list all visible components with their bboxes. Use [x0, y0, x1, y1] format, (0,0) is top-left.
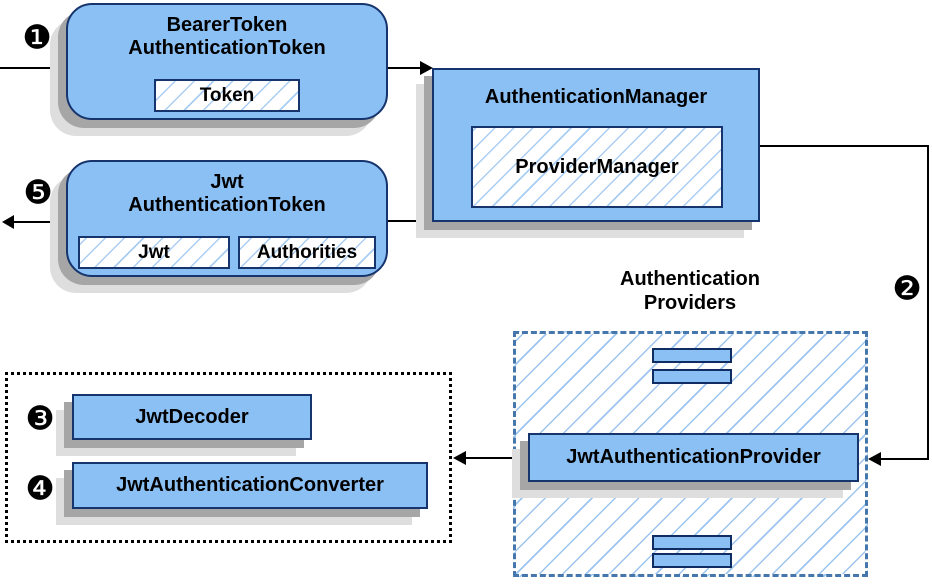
- bearer-token-box-title: BearerToken AuthenticationToken: [68, 5, 386, 60]
- flow-out-arrow: [2, 215, 66, 229]
- bearer-token-authentication-token-box: BearerToken AuthenticationToken Token: [66, 3, 388, 120]
- jwt-decoder-box: JwtDecoder: [72, 394, 312, 440]
- step-4-badge: ❹: [25, 469, 55, 507]
- jwt-token-box-title: Jwt AuthenticationToken: [68, 162, 386, 217]
- step-5-badge: ❺: [23, 173, 53, 211]
- provider-manager-chip: ProviderManager: [471, 126, 723, 208]
- providers-title-line1: Authentication: [620, 268, 760, 290]
- provider-stub-bar-bottom-2: [652, 553, 732, 568]
- step-3-badge: ❸: [25, 399, 55, 437]
- jwt-token-title-line1: Jwt: [210, 171, 244, 193]
- authorities-chip: Authorities: [238, 236, 376, 269]
- authentication-manager-title: AuthenticationManager: [484, 86, 708, 108]
- step-1-badge: ❶: [22, 18, 52, 56]
- bearer-token-title-line1: BearerToken: [166, 14, 288, 36]
- provider-to-decoder-arrow: [453, 451, 514, 465]
- bearer-to-manager-arrow: [388, 61, 433, 75]
- authentication-manager-box: AuthenticationManager ProviderManager: [432, 68, 760, 222]
- token-chip: Token: [154, 79, 300, 112]
- bearer-token-title-line2: AuthenticationToken: [128, 37, 326, 59]
- jwt-authentication-token-box: Jwt AuthenticationToken Jwt Authorities: [66, 160, 388, 277]
- manager-to-provider-arrow: [760, 145, 929, 466]
- authentication-providers-title: Authentication Providers: [540, 267, 840, 315]
- jwt-authentication-converter-box: JwtAuthenticationConverter: [72, 462, 428, 509]
- provider-stub-bar-bottom-1: [652, 535, 732, 550]
- provider-stub-bar-top-2: [652, 369, 732, 384]
- jwt-authentication-provider-box: JwtAuthenticationProvider: [528, 433, 859, 482]
- step-2-badge: ❷: [892, 269, 922, 307]
- jwt-token-title-line2: AuthenticationToken: [128, 194, 326, 216]
- jwt-chip: Jwt: [78, 236, 230, 269]
- providers-title-line2: Providers: [643, 292, 737, 314]
- provider-stub-bar-top-1: [652, 348, 732, 363]
